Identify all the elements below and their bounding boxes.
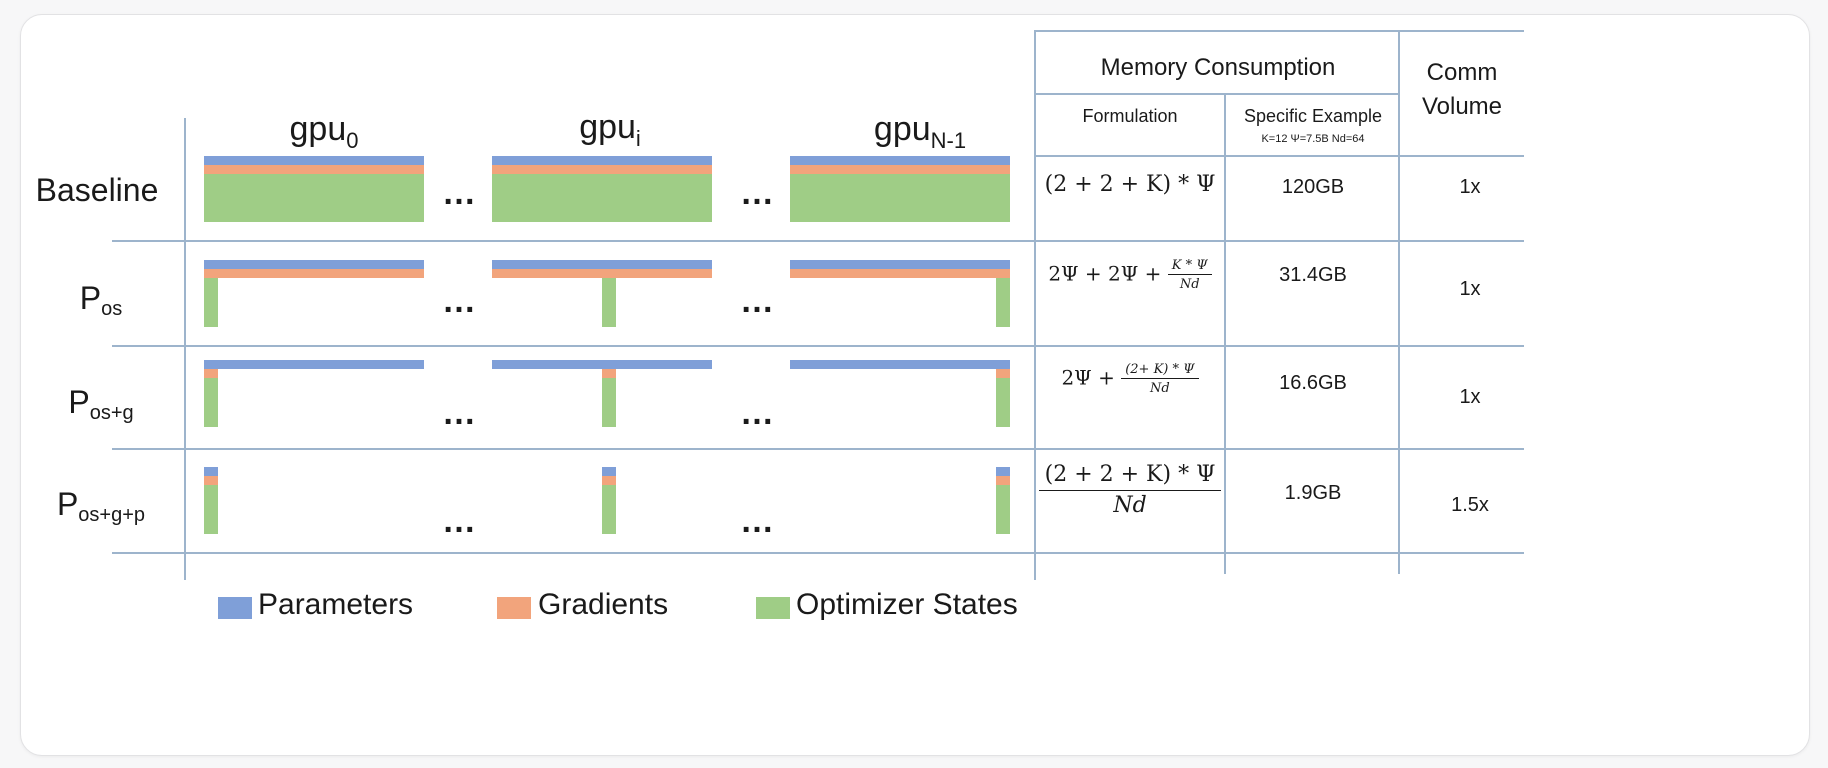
pos-g-gpu0-gradients-bar (204, 369, 218, 378)
gpu-title-n-1: gpuN-1 (873, 110, 967, 153)
row-label-pos-g-p: Pos+g+p (56, 486, 146, 526)
top-line (1034, 30, 1524, 32)
row3-divider (112, 448, 1524, 450)
row-label-baseline: Baseline (35, 172, 159, 208)
baseline-gpu0-parameters-bar (204, 156, 424, 165)
baseline-gpun-optimizer-bar (790, 174, 1010, 222)
ellipsis-row2-1: … (740, 394, 776, 432)
ellipsis-row0-1: … (740, 174, 776, 212)
comm-left-line (1398, 30, 1400, 574)
ellipsis-row3-1: … (740, 502, 776, 540)
specific-left-line (1224, 94, 1226, 574)
gpu-title-0: gpu0 (289, 110, 359, 153)
comm-pos: 1x (1459, 278, 1481, 300)
specific-example-note: K=12 Ψ=7.5B Nd=64 (1261, 133, 1365, 145)
pos-g-p-gpu0-parameters-bar (204, 467, 218, 476)
baseline-gpun-parameters-bar (790, 156, 1010, 165)
formula-pos-g-denominator: Nd (1150, 381, 1170, 396)
legend-optimizer-swatch (756, 597, 790, 619)
baseline-gpu0-gradients-bar (204, 165, 424, 174)
example-baseline: 120GB (1281, 176, 1345, 198)
comm-baseline: 1x (1459, 176, 1481, 198)
comm-header-line2: Volume (1421, 93, 1503, 120)
example-pos-g-p: 1.9GB (1284, 482, 1342, 504)
legend-gradients-swatch (497, 597, 531, 619)
ellipsis-row1-1: … (740, 282, 776, 320)
baseline-gpun-gradients-bar (790, 165, 1010, 174)
legend-parameters-label: Parameters (258, 588, 414, 621)
memory-sub-line (1034, 93, 1400, 95)
pos-gpun-parameters-bar (790, 260, 1010, 269)
row-label-pos: Pos (79, 280, 123, 320)
ellipsis-row0-0: … (442, 174, 478, 212)
baseline-gpui-gradients-bar (492, 165, 712, 174)
comm-header-line1: Comm (1426, 59, 1498, 86)
baseline-gpui-optimizer-bar (492, 174, 712, 222)
formula-pos-g-numerator: (2+ K) * Ψ (1121, 362, 1199, 379)
formulation-left-line (1034, 30, 1036, 580)
row1-divider (112, 240, 1524, 242)
formula-pos-denominator: Nd (1179, 277, 1200, 292)
formula-pos-g: 2Ψ + (2+ K) * Ψ Nd (1036, 362, 1224, 396)
pos-gpun-optimizer-bar (996, 278, 1010, 327)
formulation-header: Formulation (1082, 106, 1178, 126)
legend-parameters-swatch (218, 597, 252, 619)
pos-g-p-gpu0-optimizer-bar (204, 485, 218, 534)
pos-gpu0-optimizer-bar (204, 278, 218, 327)
formula-pos-g-lead: 2Ψ + (1061, 365, 1122, 390)
pos-g-p-gpui-parameters-bar (602, 467, 616, 476)
formula-pos: 2Ψ + 2Ψ + K * Ψ Nd (1036, 258, 1224, 292)
pos-g-p-gpun-parameters-bar (996, 467, 1010, 476)
pos-gpun-gradients-bar (790, 269, 1010, 278)
memory-consumption-header: Memory Consumption (1100, 54, 1336, 81)
pos-g-gpui-gradients-bar (602, 369, 616, 378)
ellipsis-row1-0: … (442, 282, 478, 320)
pos-gpu0-gradients-bar (204, 269, 424, 278)
pos-g-gpun-parameters-bar (790, 360, 1010, 369)
pos-gpui-optimizer-bar (602, 278, 616, 327)
diagram-card (20, 14, 1810, 756)
pos-g-p-gpun-gradients-bar (996, 476, 1010, 485)
header-bottom-line (1034, 155, 1524, 157)
pos-g-gpu0-optimizer-bar (204, 378, 218, 427)
left-vertical-line (184, 118, 186, 580)
bottom-divider (112, 552, 1524, 554)
pos-gpui-parameters-bar (492, 260, 712, 269)
baseline-gpui-parameters-bar (492, 156, 712, 165)
formula-pos-g-p-denominator: Nd (1113, 493, 1147, 518)
formula-pos-g-p-numerator: (2 + 2 + K) * Ψ (1038, 462, 1222, 491)
pos-g-p-gpui-optimizer-bar (602, 485, 616, 534)
comm-pos-g: 1x (1459, 386, 1481, 408)
example-pos: 31.4GB (1279, 264, 1347, 286)
row-label-pos-g: Pos+g (68, 384, 134, 424)
ellipsis-row2-0: … (442, 394, 478, 432)
ellipsis-row3-0: … (442, 502, 478, 540)
example-pos-g: 16.6GB (1279, 372, 1347, 394)
pos-g-p-gpu0-gradients-bar (204, 476, 218, 485)
pos-gpu0-parameters-bar (204, 260, 424, 269)
legend-gradients-label: Gradients (538, 588, 669, 621)
pos-g-gpun-gradients-bar (996, 369, 1010, 378)
gpu-title-i: gpui (579, 108, 641, 151)
comm-pos-g-p: 1.5x (1451, 494, 1489, 516)
comm-volume-header: Comm Volume (1400, 56, 1524, 124)
formula-baseline: (2 + 2 + K) * Ψ (1044, 172, 1216, 197)
baseline-gpu0-optimizer-bar (204, 174, 424, 222)
formula-pos-numerator: K * Ψ (1167, 258, 1212, 275)
pos-gpui-gradients-bar (492, 269, 712, 278)
specific-example-header: Specific Example (1243, 106, 1383, 126)
row2-divider (112, 345, 1524, 347)
legend-optimizer-label: Optimizer States (796, 588, 1018, 621)
pos-g-gpu0-parameters-bar (204, 360, 424, 369)
pos-g-gpui-parameters-bar (492, 360, 712, 369)
pos-g-gpun-optimizer-bar (996, 378, 1010, 427)
formula-pos-lead: 2Ψ + 2Ψ + (1048, 261, 1168, 286)
pos-g-gpui-optimizer-bar (602, 378, 616, 427)
pos-g-p-gpui-gradients-bar (602, 476, 616, 485)
pos-g-p-gpun-optimizer-bar (996, 485, 1010, 534)
